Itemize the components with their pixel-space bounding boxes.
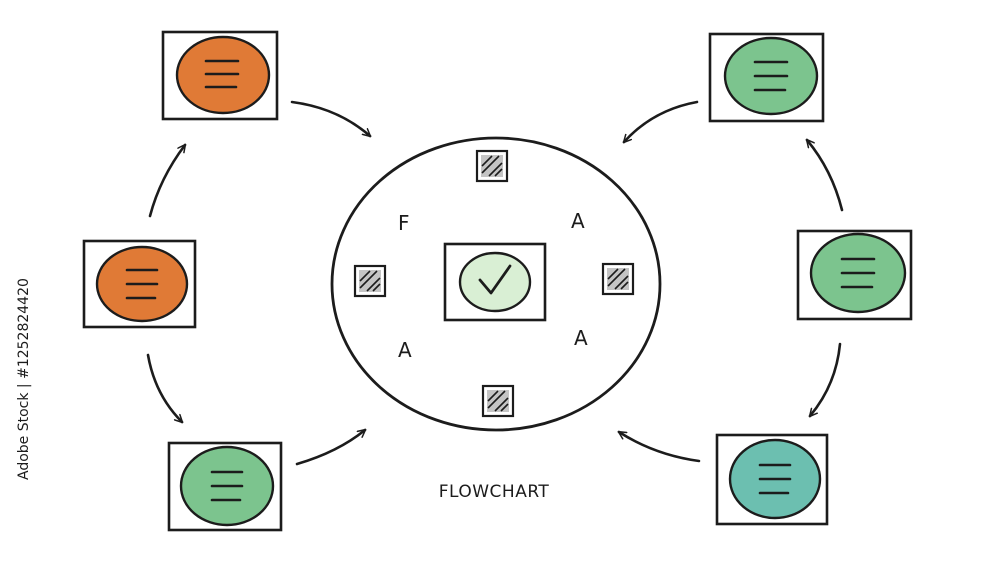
- hatched-square-icon: [353, 264, 387, 298]
- text-lines-icon: [210, 470, 244, 502]
- hub-letter-f: F: [398, 211, 410, 235]
- arrow-right-2-to-right-1: [805, 138, 844, 212]
- check-icon: [478, 264, 512, 295]
- card-left-3: [167, 441, 283, 532]
- hatched-square-icon: [601, 262, 635, 296]
- text-lines-icon: [840, 257, 876, 289]
- arrow-left-2-to-left-1: [148, 143, 187, 218]
- center-hub: F A A A: [330, 136, 662, 432]
- text-lines-icon: [758, 463, 792, 495]
- card-left-1: [161, 30, 279, 121]
- text-lines-icon: [753, 60, 789, 92]
- flowchart-caption: FLOWCHART: [439, 482, 550, 502]
- card-right-3: [715, 433, 829, 526]
- hatched-square-icon: [481, 384, 515, 418]
- arrow-left-2-to-left-3: [146, 353, 184, 424]
- text-lines-icon: [125, 268, 159, 300]
- card-left-2: [82, 239, 197, 329]
- arrow-right-1-to-center: [622, 100, 699, 144]
- stock-id-watermark: Adobe Stock | #1252824420: [16, 278, 32, 480]
- text-lines-icon: [204, 59, 240, 89]
- hub-letter-a-left: A: [398, 338, 412, 362]
- center-check-card: [443, 242, 547, 322]
- center-check-blob: [458, 251, 532, 313]
- arrow-left-3-to-center: [295, 428, 367, 466]
- arrow-left-1-to-center: [290, 100, 372, 138]
- flow-arrows: [146, 100, 844, 466]
- hatched-square-icon: [475, 149, 509, 183]
- card-right-1: [708, 32, 825, 123]
- arrow-right-2-to-right-3: [808, 342, 842, 418]
- card-right-2: [796, 229, 913, 321]
- arrow-right-3-to-center: [617, 430, 701, 463]
- hub-letter-a-right: A: [574, 326, 588, 350]
- hub-circle: [330, 136, 662, 432]
- hub-letter-a-top: A: [571, 209, 585, 233]
